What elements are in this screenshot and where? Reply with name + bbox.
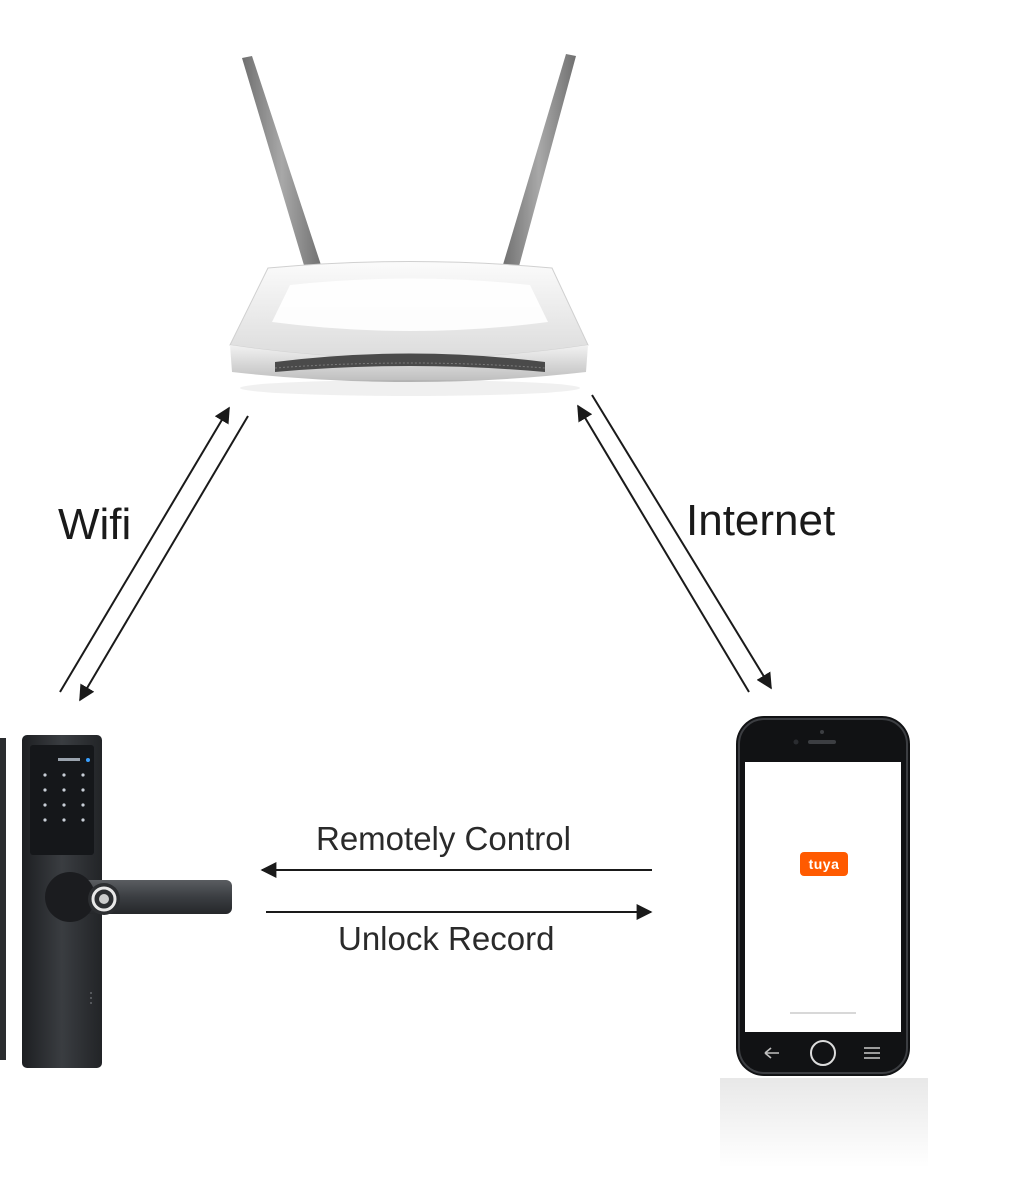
arrow-icon [577, 404, 750, 693]
remote-control-label: Remotely Control [316, 820, 571, 857]
unlock-record-label: Unlock Record [338, 920, 555, 957]
smart-lock-icon [0, 735, 232, 1068]
tuya-app-logo: tuya [800, 852, 848, 876]
arrow-icon [591, 394, 772, 690]
link-arrows [260, 862, 653, 920]
internet-arrows [577, 394, 772, 693]
arrow-icon [79, 415, 249, 702]
router-icon [229, 54, 589, 396]
internet-label: Internet [686, 496, 836, 545]
smartphone-icon [720, 716, 928, 1168]
arrow-icon [59, 406, 230, 693]
wifi-label: Wifi [58, 500, 132, 549]
wifi-arrows [59, 406, 249, 702]
